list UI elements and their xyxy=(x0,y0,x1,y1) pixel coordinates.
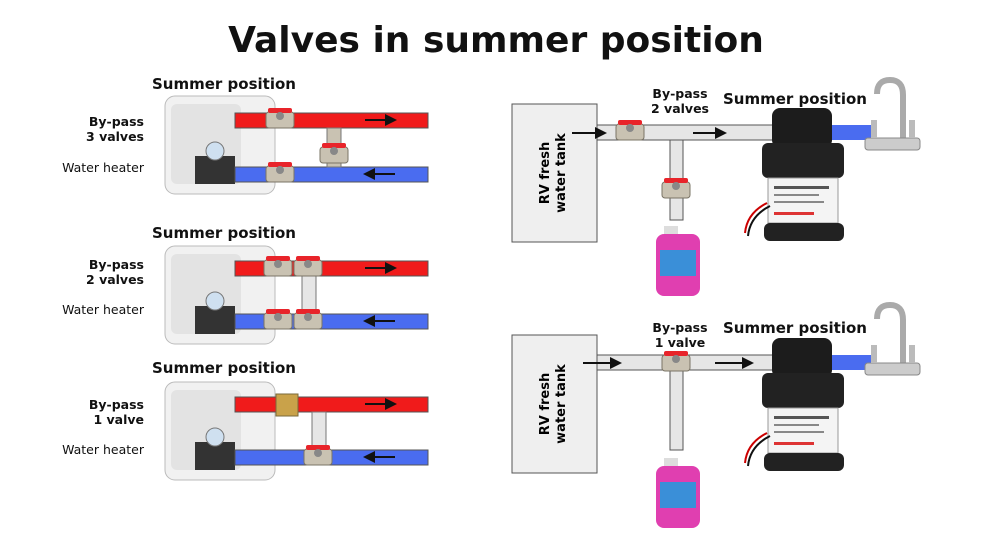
tank-line: RV fresh xyxy=(538,372,553,436)
page-title: Valves in summer position xyxy=(228,20,764,61)
water-tank xyxy=(511,103,598,243)
bypass-line: By-pass xyxy=(652,320,708,335)
bypass-line: 1 valve xyxy=(93,412,144,427)
left-2-heading: Summer position xyxy=(152,224,296,242)
bypass-line: 3 valves xyxy=(86,129,144,144)
right-1-heading: Summer position xyxy=(723,90,867,108)
tank-line: water tank xyxy=(554,133,569,213)
left-3-heater-label: Water heater xyxy=(62,442,144,457)
left-2-heater-label: Water heater xyxy=(62,302,144,317)
left-1-heading: Summer position xyxy=(152,75,296,93)
tank-line: water tank xyxy=(554,364,569,444)
bypass-line: 1 valve xyxy=(654,335,706,350)
left-panel-1-graphic xyxy=(164,95,429,195)
tank-line: RV fresh xyxy=(538,141,553,205)
bypass-line: 2 valves xyxy=(86,272,144,287)
bypass-line: By-pass xyxy=(88,257,144,272)
right-panel-2-graphic xyxy=(511,305,920,528)
left-1-heater-label: Water heater xyxy=(62,160,144,175)
hot-pipe xyxy=(234,112,429,129)
bypass-line: By-pass xyxy=(88,114,144,129)
cold-pipe xyxy=(234,166,429,183)
left-3-heading: Summer position xyxy=(152,359,296,377)
bypass-line: 2 valves xyxy=(651,101,709,116)
bypass-line: By-pass xyxy=(652,86,708,101)
bypass-line: By-pass xyxy=(88,397,144,412)
right-2-heading: Summer position xyxy=(723,319,867,337)
right-panel-1-graphic xyxy=(511,80,920,296)
left-panel-3-graphic xyxy=(164,381,429,481)
left-panel-2-graphic xyxy=(164,245,429,345)
